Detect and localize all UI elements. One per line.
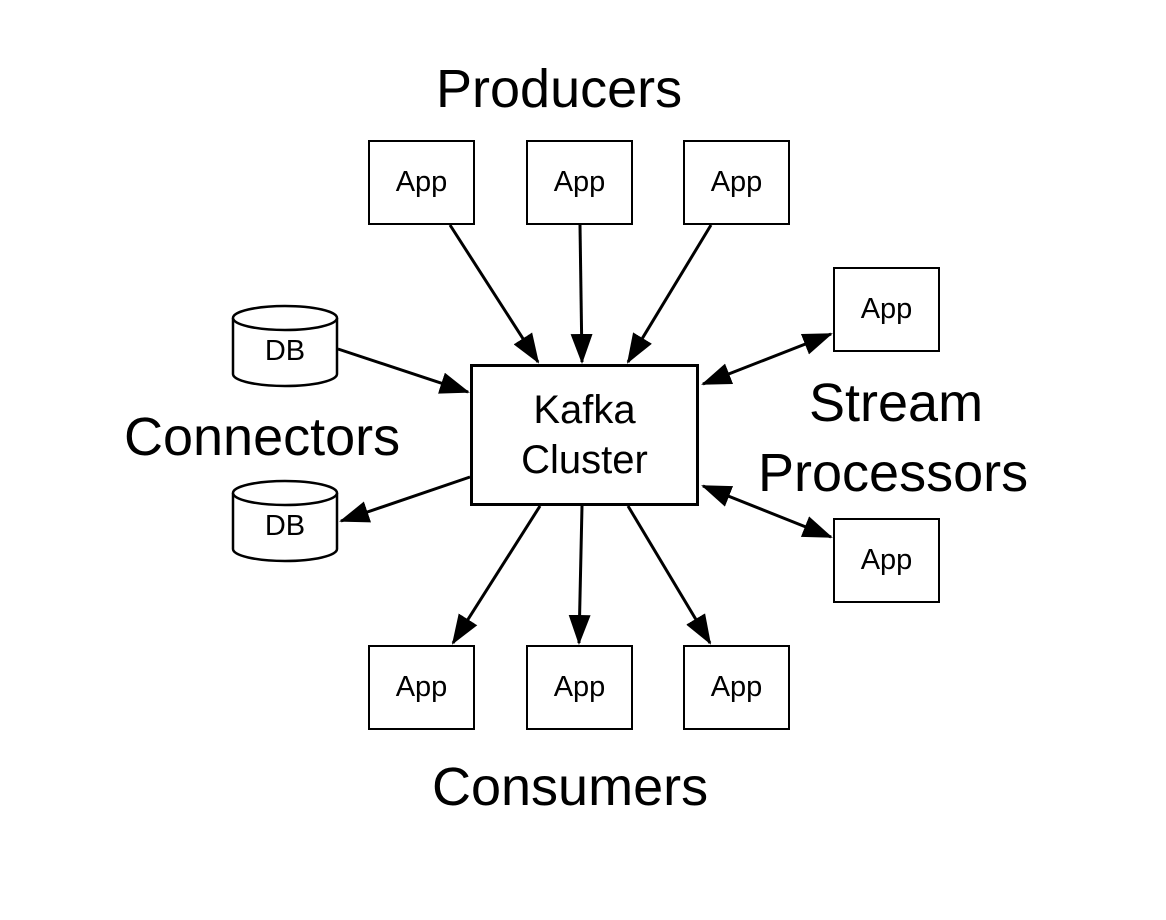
producer-2-arrow	[570, 224, 593, 364]
db-cylinder-top	[231, 304, 339, 388]
stream-processors-label-line1: Stream	[809, 373, 984, 433]
producer-1-arrow	[448, 224, 540, 364]
connector-db-sink-arrow	[339, 475, 471, 523]
producer-app-3: App	[683, 140, 790, 225]
stream-processors-label-line2: Processors	[758, 443, 1029, 503]
stream-app-1: App	[833, 267, 940, 352]
consumer-app-2: App	[526, 645, 633, 730]
producer-app-2: App	[526, 140, 633, 225]
kafka-cluster-label-line2: Cluster	[521, 438, 648, 482]
connectors-label: Connectors	[124, 407, 401, 467]
consumer-app-1: App	[368, 645, 475, 730]
producers-label: Producers	[436, 59, 683, 119]
consumers-label: Consumers	[432, 757, 709, 817]
stream-app-1-arrow	[701, 332, 833, 386]
consumer-1-arrow	[451, 505, 542, 645]
db-cylinder-bottom	[231, 479, 339, 563]
stream-app-2-arrow	[701, 484, 833, 539]
kafka-cluster-label-line1: Kafka	[533, 388, 636, 432]
stream-app-2: App	[833, 518, 940, 603]
connector-db-source-arrow	[337, 347, 470, 394]
producer-app-1: App	[368, 140, 475, 225]
kafka-cluster-box: Kafka Cluster	[470, 364, 699, 506]
db-label-top: DB	[264, 335, 306, 367]
consumer-3-arrow	[626, 505, 712, 645]
consumer-app-3: App	[683, 645, 790, 730]
producer-3-arrow	[626, 224, 713, 364]
consumer-2-arrow	[568, 505, 591, 645]
db-label-bottom: DB	[264, 510, 306, 542]
